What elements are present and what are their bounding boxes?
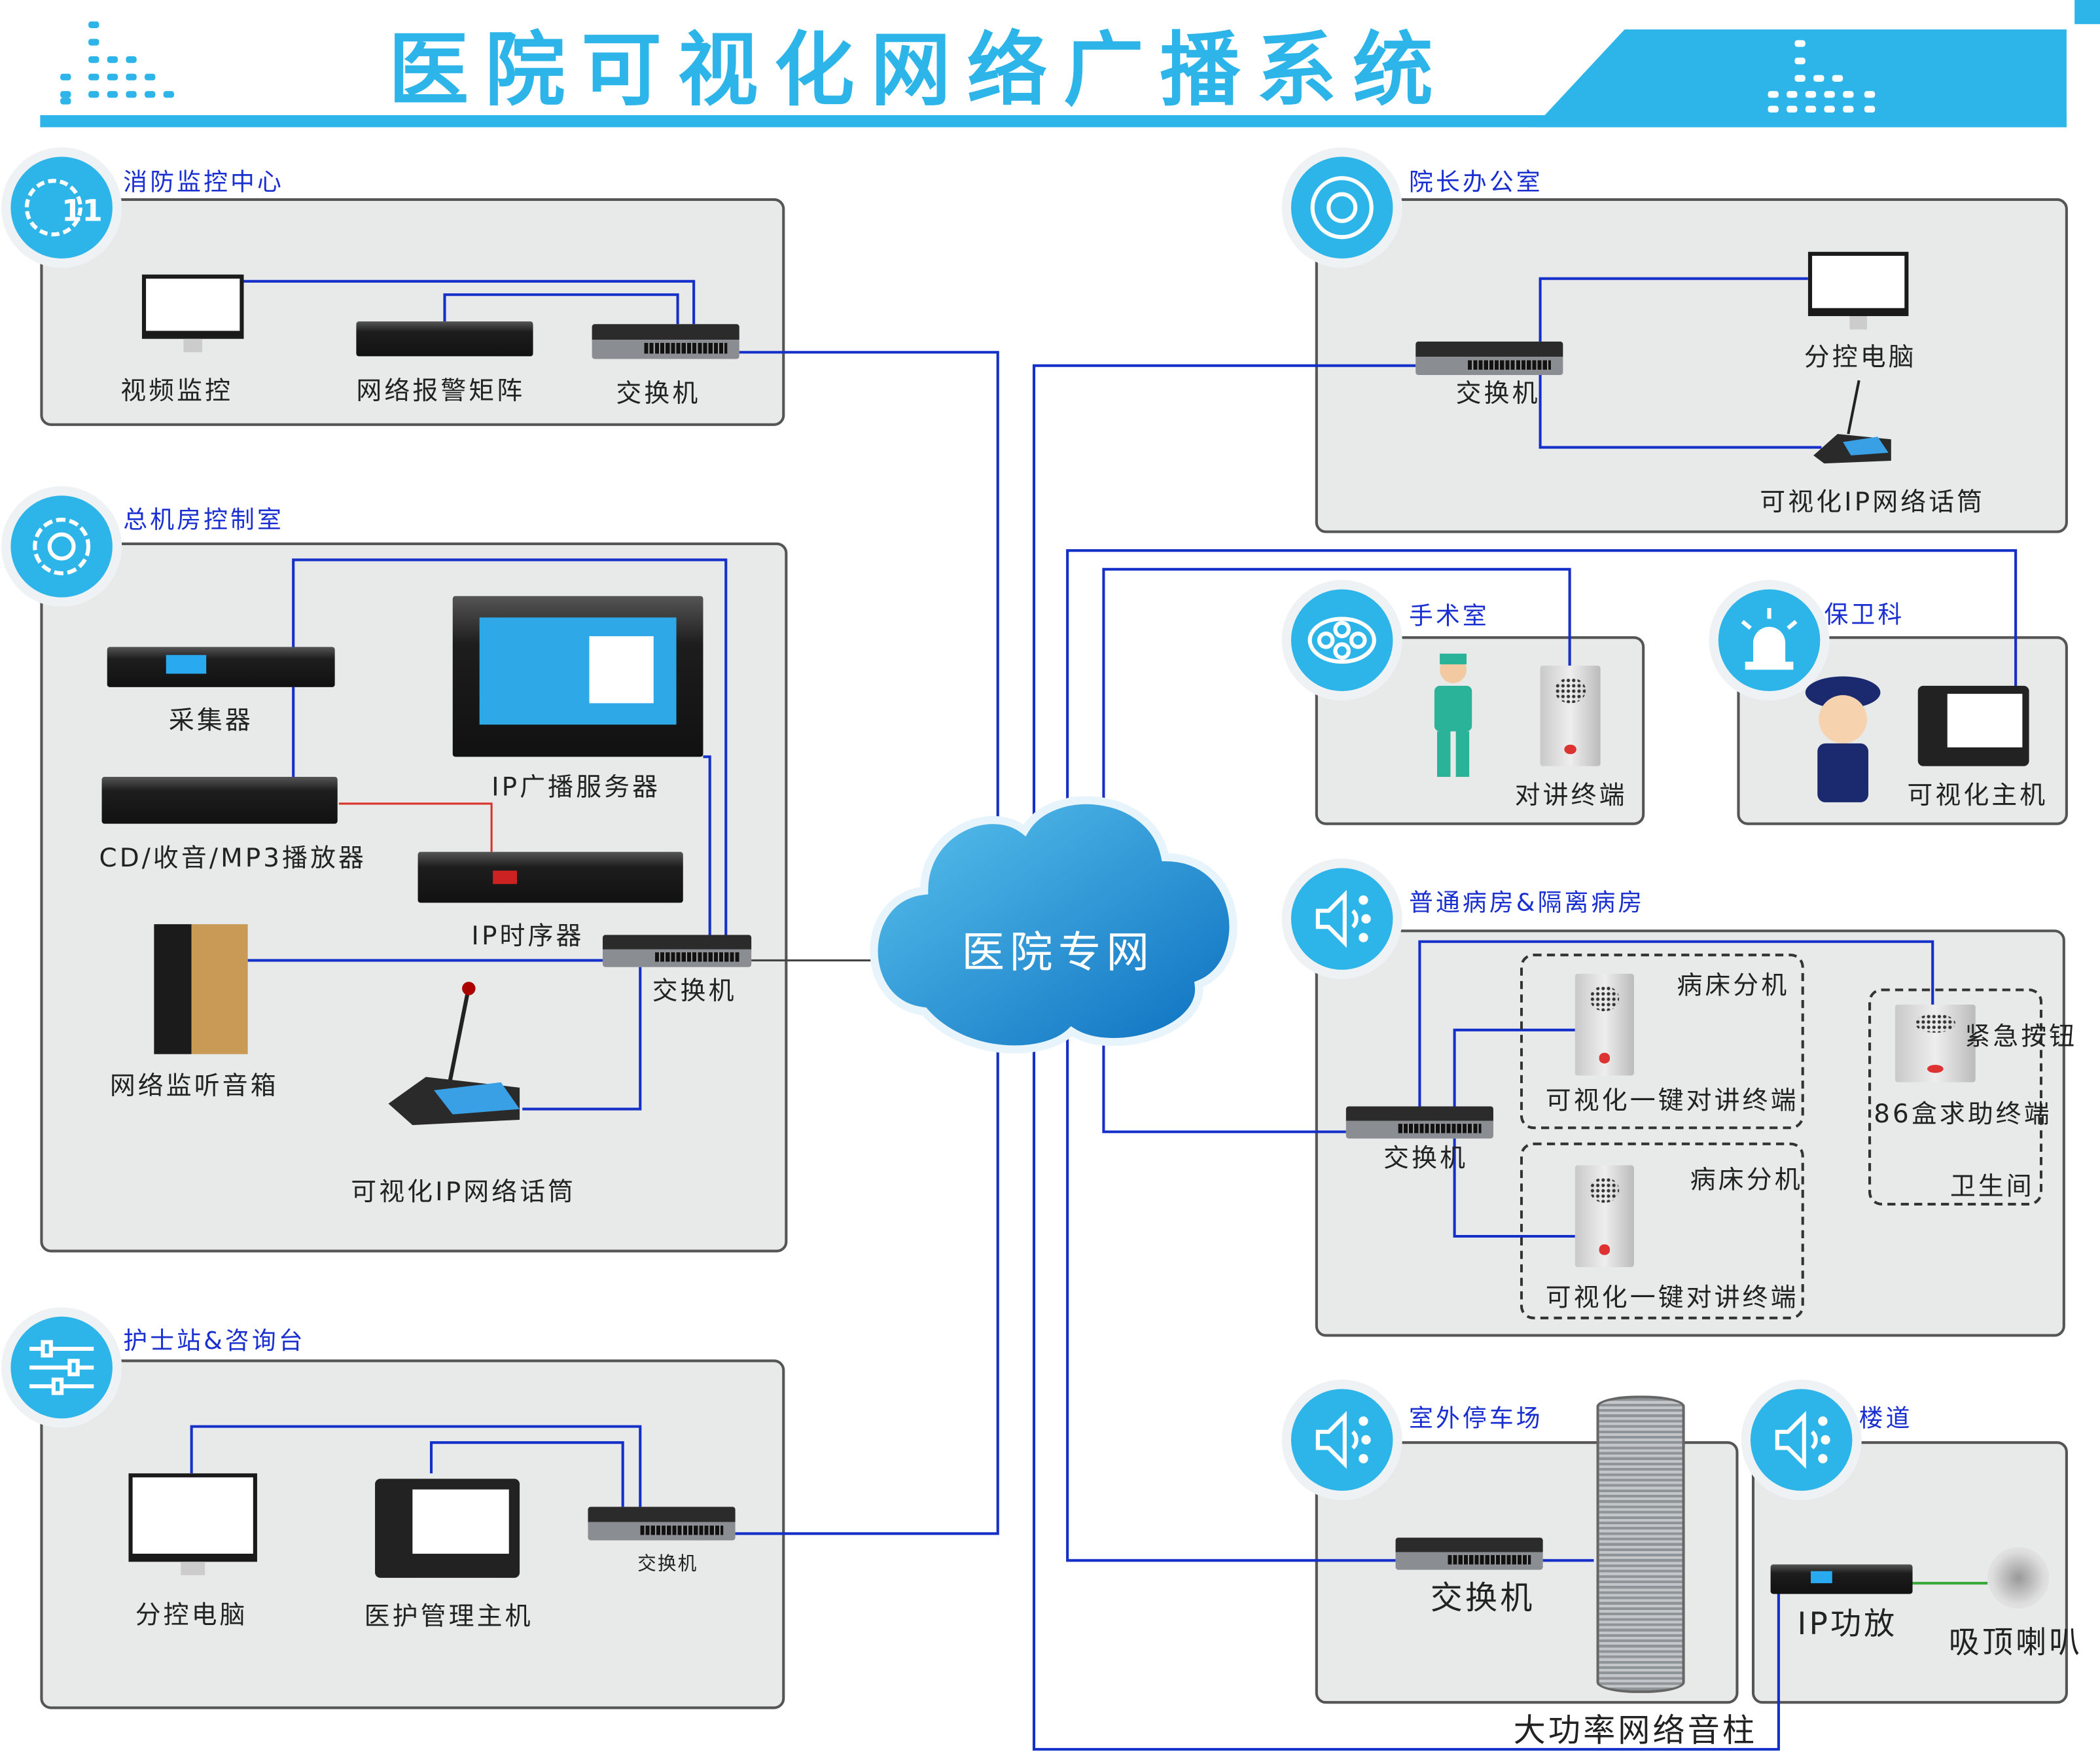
device-label: IP时序器 — [471, 921, 584, 952]
section-title-ward: 普通病房&隔离病房 — [1409, 889, 1645, 918]
section-title-parking: 室外停车场 — [1409, 1404, 1543, 1433]
alarm-matrix-device — [356, 321, 533, 357]
device-label: 交换机 — [616, 379, 701, 409]
device-label: IP功放 — [1797, 1607, 1898, 1643]
cloud-label: 医院专网 — [961, 927, 1155, 978]
device-label: 采集器 — [168, 706, 253, 736]
collector-device — [107, 647, 335, 687]
section-title-fire: 消防监控中心 — [123, 168, 284, 197]
ceiling-speaker-device — [1987, 1546, 2050, 1609]
dial-icon — [1290, 156, 1393, 259]
device-label: 病床分机 — [1677, 971, 1790, 1001]
emergency-button-device — [1895, 1004, 1976, 1082]
siren-icon — [1718, 589, 1821, 692]
switch-device — [592, 324, 739, 359]
equalizer-icon — [60, 21, 175, 105]
device-label: 医护管理主机 — [364, 1601, 533, 1632]
device-label: 交换机 — [652, 976, 737, 1006]
microphone-device — [388, 982, 520, 1126]
device-label: 卫生间 — [1949, 1171, 2035, 1202]
device-label: 视频监控 — [120, 376, 234, 406]
gear-119-icon: 119 — [10, 156, 113, 259]
monitor-device — [141, 274, 244, 353]
section-title-corridor: 楼道 — [1859, 1404, 1913, 1433]
section-title-room: 总机房控制室 — [123, 506, 284, 535]
page-title: 医院可视化网络广播系统 — [388, 24, 1450, 118]
toilet-group — [1868, 988, 2043, 1206]
switch-device — [588, 1507, 736, 1541]
device-label: 网络报警矩阵 — [356, 376, 525, 406]
device-label: 网络监听音箱 — [109, 1071, 279, 1101]
header-banner — [40, 0, 2100, 128]
intercom-terminal-device — [1540, 666, 1601, 766]
speaker-icon — [1750, 1389, 1853, 1491]
device-label: CD/收音/MP3播放器 — [99, 844, 367, 874]
intercom-terminal-device — [1575, 973, 1634, 1076]
visual-host-device — [1917, 685, 2029, 766]
section-title-dean: 院长办公室 — [1409, 168, 1543, 197]
monitor-device — [128, 1473, 257, 1575]
bedside-group — [1520, 1142, 1804, 1319]
broadcast-server-device — [452, 596, 703, 757]
sliders-icon — [10, 1316, 113, 1419]
cloud-icon — [870, 796, 1237, 1054]
switch-device — [1395, 1537, 1543, 1570]
guard-figure — [1805, 676, 1881, 802]
microphone-device — [1813, 380, 1891, 464]
equalizer-icon — [1768, 40, 1876, 113]
device-label: 吸顶喇叭 — [1948, 1626, 2083, 1661]
device-label: 86盒求助终端 — [1874, 1099, 2052, 1130]
device-label: 交换机 — [1383, 1143, 1468, 1173]
speaker-icon — [1290, 1389, 1393, 1491]
section-title-surgery: 手术室 — [1409, 602, 1489, 631]
device-label: 对讲终端 — [1514, 781, 1628, 811]
switch-device — [1415, 341, 1563, 376]
device-label: 交换机 — [1430, 1579, 1535, 1617]
intercom-terminal-device — [1575, 1165, 1634, 1268]
device-label: 分控电脑 — [135, 1600, 248, 1630]
bedside-group — [1520, 954, 1804, 1130]
device-label: 可视化IP网络话筒 — [1760, 487, 1985, 517]
device-label: 可视化主机 — [1907, 781, 2048, 811]
device-label: 可视化IP网络话筒 — [351, 1177, 577, 1207]
device-label: 交换机 — [1455, 379, 1540, 409]
device-label: 分控电脑 — [1804, 342, 1917, 372]
monitor-device — [1807, 251, 1909, 330]
film-reel-icon — [1290, 589, 1393, 692]
device-label: 紧急按钮 — [1965, 1022, 2078, 1052]
switch-device — [1345, 1106, 1493, 1139]
monitor-speaker-device — [154, 924, 248, 1054]
sequencer-device — [418, 851, 683, 903]
device-label: 大功率网络音柱 — [1513, 1711, 1758, 1749]
medical-host-device — [375, 1478, 520, 1578]
doctor-figure — [1434, 653, 1472, 778]
device-label: 病床分机 — [1690, 1165, 1803, 1195]
speaker-icon — [1290, 868, 1393, 970]
gear-icon — [10, 495, 113, 598]
section-title-nurse: 护士站&咨询台 — [123, 1327, 306, 1356]
column-speaker-device — [1596, 1395, 1685, 1693]
device-label: IP广播服务器 — [491, 772, 661, 802]
section-title-security: 保卫科 — [1824, 601, 1905, 630]
device-label: 可视化一键对讲终端 — [1545, 1086, 1799, 1116]
switch-device — [602, 935, 752, 967]
device-label: 可视化一键对讲终端 — [1545, 1283, 1799, 1313]
amplifier-device — [1770, 1564, 1913, 1594]
svg-text:119: 119 — [62, 194, 101, 228]
cd-player-device — [101, 777, 338, 824]
device-label: 交换机 — [637, 1554, 698, 1575]
